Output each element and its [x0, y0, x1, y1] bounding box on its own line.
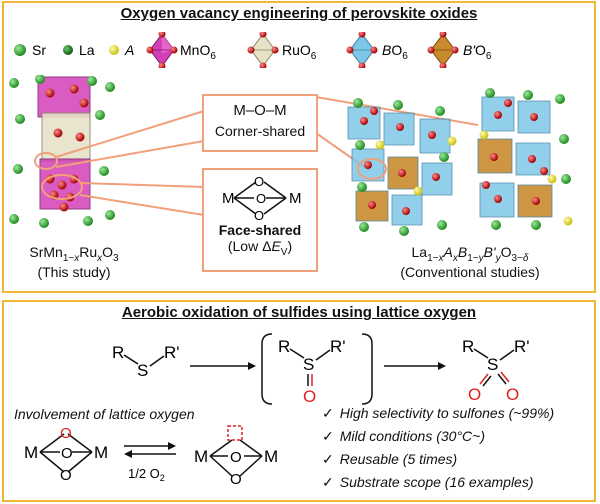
- svg-text:R': R': [330, 337, 346, 356]
- left-bracket: [261, 333, 273, 405]
- svg-text:O: O: [303, 387, 316, 406]
- legend-bprime-o6-label: B'O6: [463, 42, 492, 62]
- legend: Sr La A MnO6 RuO6 BO6: [10, 30, 590, 70]
- svg-text:M: M: [222, 190, 235, 207]
- svg-text:S: S: [303, 355, 314, 374]
- check-icon: ✓: [322, 428, 334, 444]
- svg-text:O: O: [254, 174, 264, 189]
- corner-shared-formula: M–O–M: [233, 102, 287, 119]
- top-panel: Oxygen vacancy engineering of perovskite…: [2, 1, 596, 293]
- check-icon: ✓: [322, 451, 334, 467]
- svg-text:O: O: [256, 191, 266, 206]
- reaction-scheme: R S R' R S R' O R S R' O O: [24, 333, 530, 488]
- check-item-reusable: ✓Reusable (5 times): [322, 451, 458, 467]
- svg-text:R': R': [164, 343, 180, 362]
- svg-text:M: M: [24, 443, 38, 462]
- face-shared-caption: Face-shared: [218, 222, 302, 238]
- top-title: Oxygen vacancy engineering of perovskite…: [120, 5, 478, 22]
- arrow-sulfide-to-sulfoxide: [190, 362, 256, 370]
- svg-text:R: R: [112, 343, 124, 362]
- equilibrium-arrows: [124, 442, 176, 458]
- o2-label: 1/2 O2: [128, 466, 165, 483]
- check-item-selectivity: ✓High selectivity to sulfones (~99%): [322, 405, 555, 421]
- check-icon: ✓: [322, 405, 334, 421]
- sulfoxide-structure: R S R' O: [278, 337, 346, 406]
- svg-text:O: O: [61, 445, 73, 462]
- legend-ruo6-label: RuO6: [282, 42, 317, 62]
- svg-text:O: O: [60, 467, 72, 484]
- face-shared-note: (Low ΔEV): [227, 238, 293, 258]
- check-item-substrate-scope: ✓Substrate scope (16 examples): [322, 474, 534, 490]
- left-structure-caption: SrMn1−xRuxO3 (This study): [29, 244, 119, 280]
- svg-text:O: O: [60, 425, 72, 442]
- conventional-perovskite-structure: [347, 88, 573, 236]
- structures-and-connectors: [9, 75, 573, 236]
- svg-text:O: O: [468, 385, 481, 404]
- svg-text:O: O: [506, 385, 519, 404]
- involvement-label: Involvement of lattice oxygen: [14, 406, 195, 422]
- legend-graphics: Sr La A MnO6 RuO6 BO6: [14, 30, 492, 70]
- arrow-sulfoxide-to-sulfone: [384, 362, 446, 370]
- legend-bo6-label: BO6: [382, 42, 408, 62]
- svg-text:M: M: [264, 447, 278, 466]
- right-structure-caption: La1−xAxB1−yB'yO3−δ (Conventional studies…: [400, 244, 540, 280]
- right-bracket: [361, 333, 373, 405]
- svg-text:O: O: [230, 471, 242, 488]
- bo6-octahedron-icon: [346, 30, 378, 70]
- svg-text:M: M: [94, 443, 108, 462]
- check-item-mild-conditions: ✓Mild conditions (30°C~): [322, 428, 486, 444]
- svg-text:O: O: [254, 208, 264, 222]
- svg-text:R: R: [462, 337, 474, 356]
- svg-text:S: S: [137, 361, 148, 380]
- mno6-octahedron-icon: [146, 30, 178, 70]
- a-sphere-icon: [109, 45, 119, 55]
- lattice-oxygen-vacancy-structure: M M O O: [194, 425, 278, 488]
- legend-sr-label: Sr: [32, 42, 46, 58]
- ruo6-octahedron-icon: [247, 30, 279, 70]
- svg-text:M: M: [194, 447, 208, 466]
- sulfide-structure: R S R': [112, 343, 180, 380]
- svg-text:O: O: [230, 449, 242, 466]
- sr-sphere-icon: [14, 44, 26, 56]
- sulfone-structure: R S R' O O: [462, 337, 530, 404]
- svg-text:R: R: [278, 337, 290, 356]
- legend-a-label: A: [124, 42, 134, 58]
- face-shared-structure-icon: M M O O O: [222, 174, 302, 222]
- corner-shared-box: M–O–M Corner-shared: [202, 94, 318, 152]
- svg-text:R': R': [514, 337, 530, 356]
- svg-text:M: M: [289, 190, 302, 207]
- svg-text:S: S: [487, 355, 498, 374]
- check-icon: ✓: [322, 474, 334, 490]
- la-sphere-icon: [63, 45, 73, 55]
- bottom-title: Aerobic oxidation of sulfides using latt…: [121, 304, 477, 321]
- face-shared-box: M M O O O Face-shared (Low ΔEV): [202, 168, 318, 272]
- bprime-o6-octahedron-icon: [427, 30, 459, 70]
- lattice-oxygen-left-structure: M M O O O: [24, 425, 108, 484]
- srmnruo3-structure: [9, 75, 115, 228]
- legend-mno6-label: MnO6: [180, 42, 216, 62]
- legend-la-label: La: [79, 42, 95, 58]
- bottom-panel: Aerobic oxidation of sulfides using latt…: [2, 300, 596, 502]
- corner-shared-caption: Corner-shared: [214, 123, 306, 139]
